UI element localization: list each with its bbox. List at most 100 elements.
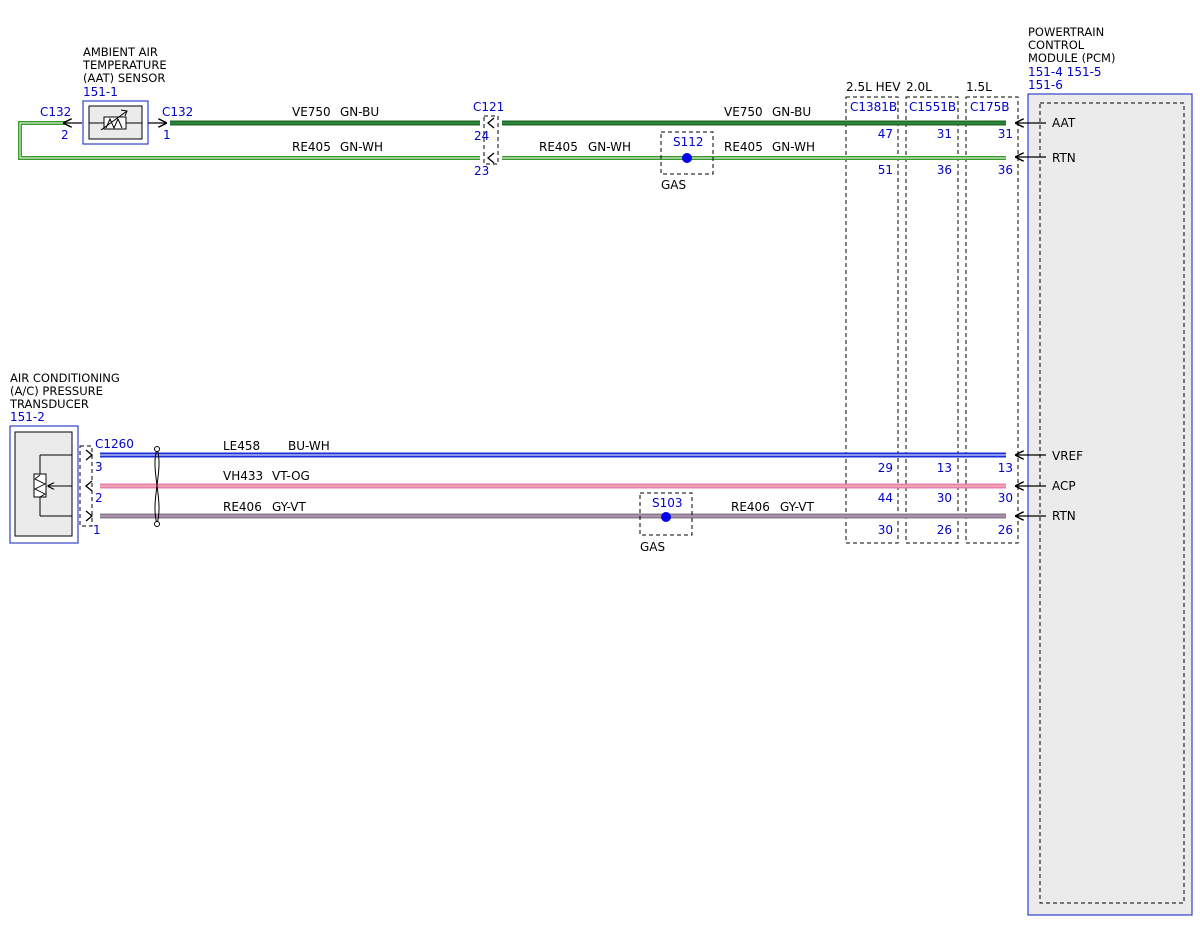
wire-re406-a-circuit: RE406: [223, 500, 262, 514]
wire-re405-b-color: GN-WH: [588, 140, 631, 154]
wire-ve750-right-color: GN-BU: [772, 105, 811, 119]
s112-label: S112: [673, 135, 704, 149]
pcm-title-line-2: CONTROL: [1028, 38, 1085, 52]
aat-connector-right: C132: [162, 105, 193, 119]
aat-title-line-2: TEMPERATURE: [82, 58, 167, 72]
wire-bundle-twist: [154, 448, 160, 525]
s103-splice-dot: [661, 512, 671, 522]
wire-ve750-left-circuit: VE750: [292, 105, 331, 119]
ac-outline: [9, 425, 79, 544]
c121-pin-24-mark: [486, 117, 495, 129]
splice-s103: S103 GAS: [639, 492, 693, 554]
ac-pin-3: 3: [95, 460, 103, 474]
ac-ref: 151-2: [10, 410, 45, 424]
wire-re405-a-circuit: RE405: [292, 140, 331, 154]
ac-title-line-1: AIR CONDITIONING: [10, 371, 120, 385]
pin-30-2-0l: 30: [937, 491, 952, 505]
engine-connector-label-c1551b: C1551B: [909, 100, 956, 114]
pcm-ref-line-2: 151-6: [1028, 78, 1063, 92]
pcm-ref-line-1: 151-4 151-5: [1028, 65, 1102, 79]
pin-36-2-0l: 36: [937, 163, 952, 177]
c121-outline: [483, 115, 499, 165]
pin-31-2-0l: 31: [937, 127, 952, 141]
pcm-pin-rtn-1: RTN: [1052, 151, 1076, 165]
aat-connector-left: C132: [40, 105, 71, 119]
wire-re406-b-circuit: RE406: [731, 500, 770, 514]
wire-le458-color: BU-WH: [288, 439, 330, 453]
wire-ve750-right-circuit: VE750: [724, 105, 763, 119]
wire-re405-b-circuit: RE405: [539, 140, 578, 154]
s112-splice-dot: [682, 153, 692, 163]
ac-pin-2: 2: [95, 491, 103, 505]
aat-ref: 151-1: [83, 85, 118, 99]
c1260-pin-2-mark: [84, 480, 93, 492]
pin-44: 44: [878, 491, 893, 505]
c121-pin-23: 23: [474, 164, 489, 178]
wire-re406-a-color: GY-VT: [272, 500, 306, 514]
aat-pin-1: 1: [163, 128, 171, 142]
pcm-pin-rtn-2: RTN: [1052, 509, 1076, 523]
pcm-inner-dashed: [1039, 102, 1185, 904]
connector-c121: C121 24 23: [473, 100, 504, 178]
wire-re405-c-color: GN-WH: [772, 140, 815, 154]
pcm-outline: [1027, 93, 1193, 916]
pin-26-1-5l: 26: [998, 523, 1013, 537]
pin-13-1-5l: 13: [998, 461, 1013, 475]
pcm-title-line-1: POWERTRAIN: [1028, 25, 1104, 39]
wire-re405-a-color: GN-WH: [340, 140, 383, 154]
s103-label: S103: [652, 496, 683, 510]
engine-box-2-0l: [905, 96, 959, 544]
pin-36-1-5l: 36: [998, 163, 1013, 177]
s103-outline: [639, 492, 693, 536]
pcm-pin-aat: AAT: [1052, 116, 1076, 130]
wire-vh433-circuit: VH433: [223, 469, 263, 483]
pcm-title-line-3: MODULE (PCM): [1028, 51, 1115, 65]
aat-pin-2: 2: [61, 128, 69, 142]
pin-13-2-0l: 13: [937, 461, 952, 475]
aat-wires: VE750 GN-BU RE405 GN-WH VE750 GN-BU RE40…: [18, 105, 1006, 160]
pcm-pin-vref: VREF: [1052, 449, 1083, 463]
c121-label: C121: [473, 100, 504, 114]
engine-box-1-5l: [965, 96, 1019, 544]
engine-connector-2-0l: 2.0L C1551B 31 36 13 30 26: [905, 80, 959, 544]
c121-pin-24: 24: [474, 129, 489, 143]
c1260-pin-1-mark: [85, 510, 94, 522]
aat-title-line-1: AMBIENT AIR: [83, 45, 158, 59]
s112-outline: [660, 131, 714, 175]
ac-pressure-transducer: AIR CONDITIONING (A/C) PRESSURE TRANSDUC…: [9, 371, 134, 544]
engine-connector-label-c175b: C175B: [970, 100, 1010, 114]
engine-box-2-5l-hev: [845, 96, 899, 544]
pcm-pin-acp: ACP: [1052, 479, 1076, 493]
ac-pin-1: 1: [93, 523, 101, 537]
pin-31-1-5l: 31: [998, 127, 1013, 141]
wire-vh433-color: VT-OG: [272, 469, 310, 483]
engine-connector-2-5l-hev: 2.5L HEV C1381B 47 51 29 44 30: [845, 80, 901, 544]
pin-29: 29: [878, 461, 893, 475]
c1260-label: C1260: [95, 437, 134, 451]
s103-note: GAS: [640, 540, 665, 554]
ac-title-line-2: (A/C) PRESSURE: [10, 384, 103, 398]
wire-ve750-left-color: GN-BU: [340, 105, 379, 119]
c1260-outline: [79, 445, 93, 527]
splice-s112: S112 GAS: [660, 131, 714, 192]
aat-title-line-3: (AAT) SENSOR: [83, 71, 165, 85]
engine-connector-label-c1381b: C1381B: [850, 100, 897, 114]
aat-sensor: AMBIENT AIR TEMPERATURE (AAT) SENSOR 151…: [40, 45, 193, 145]
engine-name-1-5l: 1.5L: [966, 80, 992, 94]
ac-title-line-3: TRANSDUCER: [9, 397, 89, 411]
wire-re405-c-circuit: RE405: [724, 140, 763, 154]
pin-30-1-5l: 30: [998, 491, 1013, 505]
engine-connector-1-5l: 1.5L C175B 31 36 13 30 26: [965, 80, 1019, 544]
s112-note: GAS: [661, 178, 686, 192]
engine-name-2-0l: 2.0L: [906, 80, 932, 94]
wire-le458-circuit: LE458: [223, 439, 260, 453]
pin-30-hev: 30: [878, 523, 893, 537]
c1260-pin-3-mark: [85, 449, 94, 461]
pin-47: 47: [878, 127, 893, 141]
pin-26-2-0l: 26: [937, 523, 952, 537]
thermistor-icon: [103, 116, 127, 130]
c121-pin-23-mark: [486, 152, 495, 164]
wire-re406-b-color: GY-VT: [780, 500, 814, 514]
pin-51: 51: [878, 163, 893, 177]
